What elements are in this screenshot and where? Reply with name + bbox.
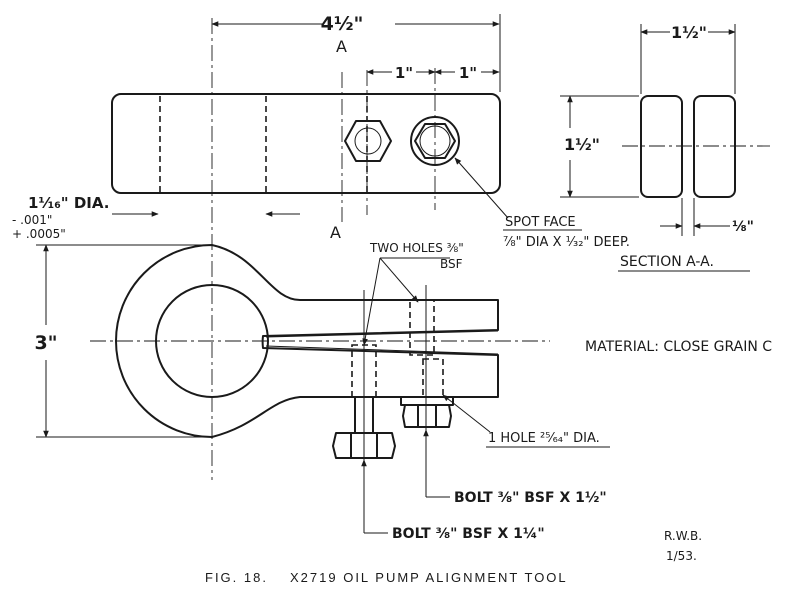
- bore-diameter-callout: 1⅟₁₆" DIA. - .001" + .0005": [12, 194, 300, 241]
- slot-upper: [265, 330, 499, 338]
- overall-length-label: 4½": [321, 13, 364, 35]
- section-block-left: [640, 95, 683, 198]
- section-marker-bottom: A: [330, 223, 341, 242]
- bore-tol-minus: - .001": [12, 213, 52, 227]
- section-block-right: [693, 95, 736, 198]
- bolt-spacing-dimension: 1" 1": [366, 64, 500, 82]
- washer-long: [400, 396, 454, 406]
- overall-length-dimension: 4½": [211, 13, 501, 92]
- section-gap-label: ⅛": [732, 219, 754, 235]
- material-note: MATERIAL: CLOSE GRAIN C: [585, 339, 772, 355]
- spot-face-callout: SPOT FACE ⅞" DIA X ⅟₃₂" DEEP.: [454, 157, 630, 250]
- top-view: [111, 18, 501, 480]
- hex-nut-top: [344, 120, 392, 162]
- bore-tol-plus: + .0005": [12, 227, 66, 241]
- figure-title: X2719 OIL PUMP ALIGNMENT TOOL: [290, 570, 568, 585]
- one-hole-callout: 1 HOLE ²⁵⁄₆₄" DIA.: [442, 394, 610, 448]
- figure-number: FIG. 18.: [205, 570, 268, 585]
- bolt-head-short: [332, 432, 396, 459]
- bolt-short-callout: BOLT ⅜" BSF X 1¼": [361, 459, 545, 542]
- bore-dia-label: 1⅟₁₆" DIA.: [28, 194, 109, 212]
- front-view: [90, 244, 550, 475]
- section-width-label: 1½": [671, 23, 707, 42]
- spot-face-line2: ⅞" DIA X ⅟₃₂" DEEP.: [503, 235, 630, 250]
- two-holes-line2: BSF: [440, 257, 463, 271]
- bolt-spacing-label-b: 1": [459, 64, 477, 82]
- clearance-hole: [422, 358, 444, 398]
- top-view-body: [111, 93, 501, 194]
- two-holes-line1: TWO HOLES ⅜": [369, 241, 464, 255]
- section-label: SECTION A-A.: [620, 254, 714, 270]
- spot-face-hex: [414, 123, 456, 159]
- bolt-head-long: [402, 404, 452, 428]
- two-holes-callout: TWO HOLES ⅜" BSF: [362, 241, 464, 346]
- bolt-long-label: BOLT ⅜" BSF X 1½": [454, 490, 607, 506]
- section-view: 1½" 1½" ⅛" SECTION A-A.: [560, 23, 770, 272]
- section-height-label: 1½": [564, 135, 600, 154]
- bolt-long-callout: BOLT ⅜" BSF X 1½": [423, 429, 607, 506]
- section-marker-top: A: [336, 37, 347, 56]
- overall-height-label: 3": [34, 332, 57, 354]
- front-view-outline: [115, 244, 499, 438]
- threaded-hole-2: [409, 299, 435, 356]
- signature-initials: R.W.B.: [664, 529, 702, 543]
- overall-height-dimension: 3": [34, 244, 210, 438]
- bolt-spacing-label-a: 1": [395, 64, 413, 82]
- one-hole-label: 1 HOLE ²⁵⁄₆₄" DIA.: [488, 431, 600, 446]
- hex-nut-washer: [354, 127, 382, 155]
- spot-face-line1: SPOT FACE: [505, 215, 576, 230]
- bolt-short-label: BOLT ⅜" BSF X 1¼": [392, 526, 545, 542]
- signature-date: 1/53.: [666, 549, 697, 563]
- slot-lower: [265, 345, 499, 355]
